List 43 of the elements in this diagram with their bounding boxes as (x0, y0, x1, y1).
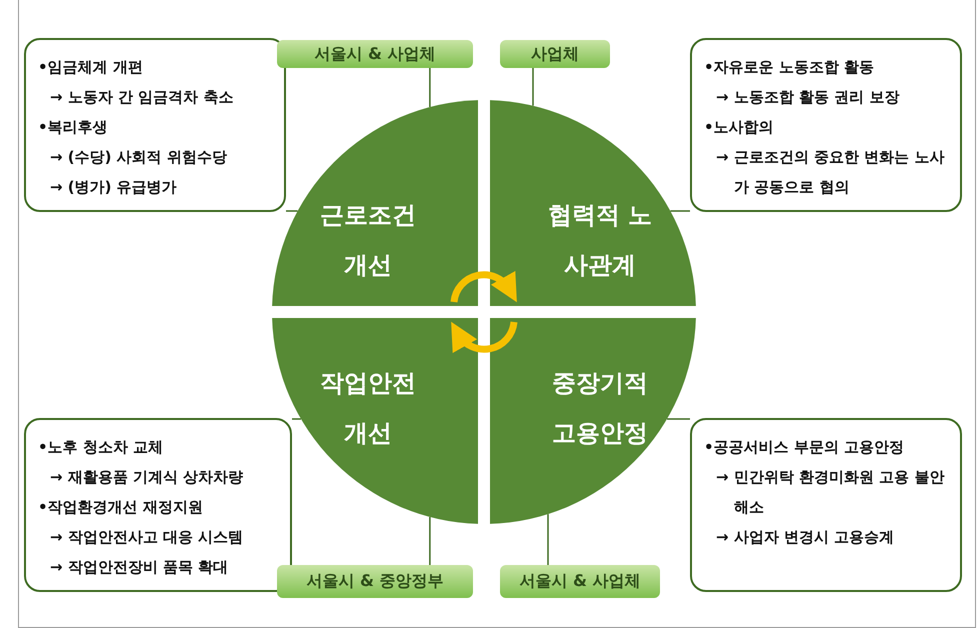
note-box (24, 418, 292, 592)
list-item: → (수당) 사회적 위험수당 (49, 147, 228, 168)
cycle-arrow (450, 270, 518, 303)
list-item: → 근로조건의 중요한 변화는 노사가 공동으로 협의 (715, 147, 946, 198)
stakeholder-tag (277, 40, 473, 68)
stakeholder-tag (500, 565, 660, 598)
tag-text: 서울시 & 사업체 (314, 44, 436, 64)
connector-line (429, 68, 431, 108)
list-item: → 노동조합 활동 권리 보장 (715, 87, 900, 108)
stakeholder-tag (500, 40, 610, 68)
cycle-arrow (450, 321, 518, 354)
quadrant-title: 작업안전 개선 (319, 368, 417, 449)
list-item: → 작업안전사고 대응 시스템 (49, 527, 244, 548)
note-box (24, 38, 286, 212)
list-item: •노사합의 (704, 117, 775, 138)
stakeholder-tag (277, 565, 473, 598)
list-item: •임금체계 개편 (38, 57, 144, 78)
connector-line (667, 418, 690, 420)
quadrant-title: 협력적 노사관계 (546, 200, 654, 281)
list-item: •공공서비스 부문의 고용안정 (704, 437, 906, 458)
tag-text: 서울시 & 사업체 (519, 571, 641, 592)
list-item: •작업환경개선 재정지원 (38, 497, 204, 518)
tag-text: 서울시 & 중앙정부 (306, 571, 444, 592)
quadrant-title: 근로조건 개선 (319, 200, 417, 281)
list-item: → 사업자 변경시 고용승계 (715, 527, 896, 548)
list-item: → 재활용품 기계식 상차차량 (49, 467, 244, 488)
connector-line (670, 210, 690, 212)
list-item: → 노동자 간 임금격차 축소 (49, 87, 234, 108)
list-item: → (병가) 유급병가 (49, 177, 178, 198)
connector-line (292, 418, 301, 420)
list-item: → 작업안전장비 품목 확대 (49, 557, 230, 578)
list-item: •복리후생 (38, 117, 109, 138)
quadrant-title: 중장기적 고용안정 (551, 368, 649, 449)
note-box (690, 38, 962, 212)
list-item: •자유로운 노동조합 활동 (704, 57, 876, 78)
connector-line (547, 514, 549, 565)
connector-line (286, 210, 298, 212)
note-box (690, 418, 962, 592)
list-item: → 민간위탁 환경미화원 고용 불안 해소 (715, 467, 946, 518)
connector-line (532, 68, 534, 106)
tag-text: 사업체 (531, 44, 579, 64)
connector-line (429, 516, 431, 565)
list-item: •노후 청소차 교체 (38, 437, 164, 458)
